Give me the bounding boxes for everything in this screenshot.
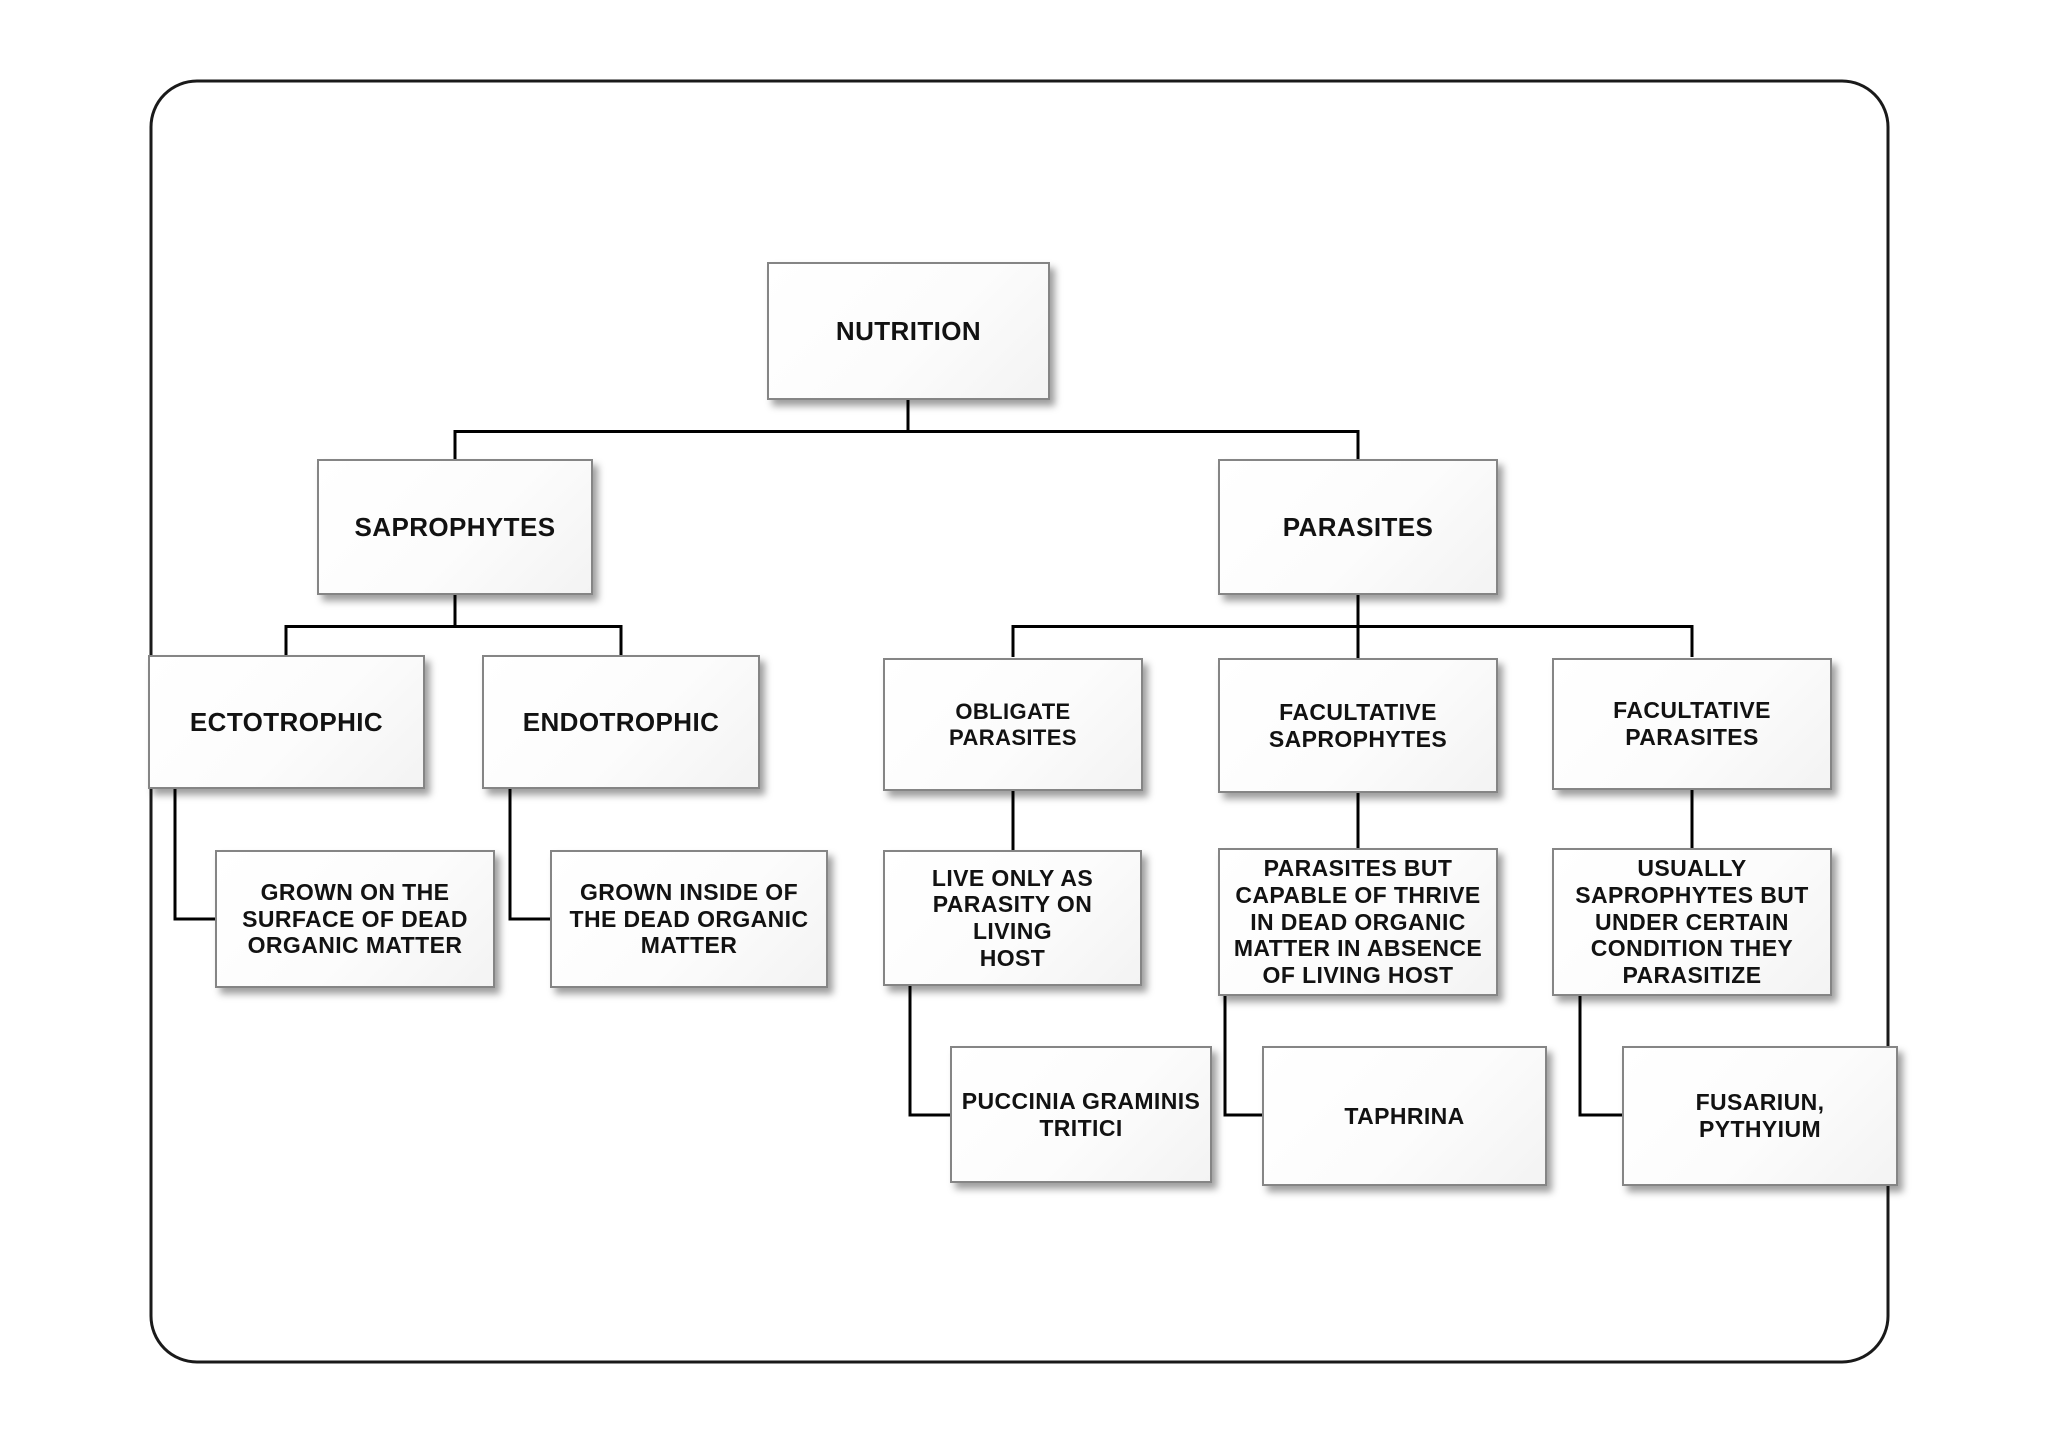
connector-usually-child bbox=[1578, 994, 1624, 1117]
node-parasites: PARASITES bbox=[1218, 459, 1498, 595]
node-obligate-parasites: OBLIGATE PARASITES bbox=[883, 658, 1143, 791]
node-grown-on-surface-label: GROWN ON THE SURFACE OF DEAD ORGANIC MAT… bbox=[242, 878, 468, 959]
node-live-only-label: LIVE ONLY AS PARASITY ON LIVING HOST bbox=[931, 864, 1094, 971]
node-puccinia-label: PUCCINIA GRAMINIS TRITICI bbox=[961, 1087, 1201, 1141]
node-taphrina-label: TAPHRINA bbox=[1344, 1102, 1465, 1129]
node-puccinia: PUCCINIA GRAMINIS TRITICI bbox=[950, 1046, 1212, 1183]
node-nutrition: NUTRITION bbox=[767, 262, 1050, 400]
node-parasites-label: PARASITES bbox=[1282, 511, 1434, 542]
connector-saprophytes-branch bbox=[284, 625, 623, 657]
node-facultative-parasites-label: FACULTATIVE PARASITES bbox=[1613, 697, 1771, 750]
node-nutrition-label: NUTRITION bbox=[835, 315, 982, 346]
connector-endotrophic-child bbox=[508, 789, 552, 921]
node-fusariun: FUSARIUN, PYTHYIUM bbox=[1622, 1046, 1898, 1186]
node-ectotrophic: ECTOTROPHIC bbox=[148, 655, 425, 789]
node-saprophytes-label: SAPROPHYTES bbox=[354, 511, 556, 542]
node-facultative-saprophytes-label: FACULTATIVE SAPROPHYTES bbox=[1268, 698, 1448, 752]
connector-parasites-branch bbox=[1011, 625, 1694, 657]
node-facultative-saprophytes: FACULTATIVE SAPROPHYTES bbox=[1218, 658, 1498, 793]
node-endotrophic-label: ENDOTROPHIC bbox=[522, 706, 720, 737]
connector-nutrition-branch bbox=[453, 430, 1360, 461]
node-usually-saprophytes: USUALLY SAPROPHYTES BUT UNDER CERTAIN CO… bbox=[1552, 848, 1832, 996]
node-parasites-but: PARASITES BUT CAPABLE OF THRIVE IN DEAD … bbox=[1218, 848, 1498, 996]
node-saprophytes: SAPROPHYTES bbox=[317, 459, 593, 595]
node-endotrophic: ENDOTROPHIC bbox=[482, 655, 760, 789]
node-facultative-parasites: FACULTATIVE PARASITES bbox=[1552, 658, 1832, 790]
node-taphrina: TAPHRINA bbox=[1262, 1046, 1547, 1186]
node-live-only: LIVE ONLY AS PARASITY ON LIVING HOST bbox=[883, 850, 1142, 986]
node-fusariun-label: FUSARIUN, PYTHYIUM bbox=[1695, 1089, 1825, 1142]
connector-live-only-child bbox=[908, 986, 952, 1117]
node-parasites-but-label: PARASITES BUT CAPABLE OF THRIVE IN DEAD … bbox=[1233, 855, 1483, 988]
node-grown-inside: GROWN INSIDE OF THE DEAD ORGANIC MATTER bbox=[550, 850, 828, 988]
connector-ectotrophic-child bbox=[173, 789, 217, 921]
node-ectotrophic-label: ECTOTROPHIC bbox=[189, 706, 384, 737]
node-obligate-parasites-label: OBLIGATE PARASITES bbox=[949, 698, 1077, 750]
connector-parasites-but-child bbox=[1223, 994, 1264, 1117]
node-grown-on-surface: GROWN ON THE SURFACE OF DEAD ORGANIC MAT… bbox=[215, 850, 495, 988]
node-grown-inside-label: GROWN INSIDE OF THE DEAD ORGANIC MATTER bbox=[569, 878, 809, 959]
node-usually-saprophytes-label: USUALLY SAPROPHYTES BUT UNDER CERTAIN CO… bbox=[1575, 855, 1809, 988]
